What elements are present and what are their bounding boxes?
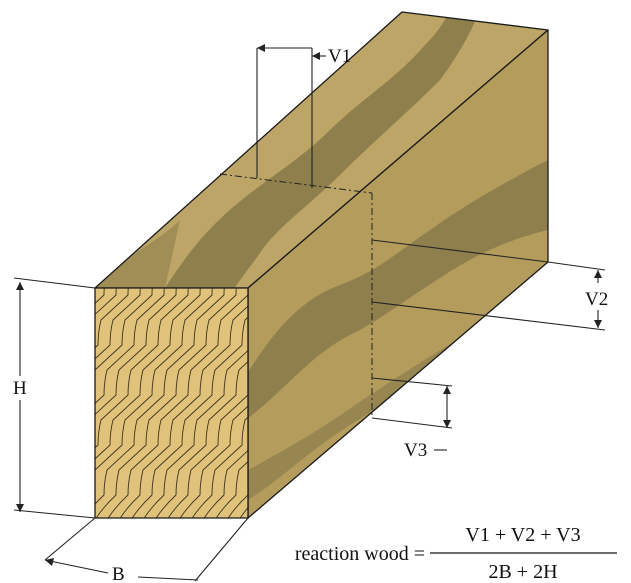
reaction-wood-formula: reaction wood = V1 + V2 + V3 2B + 2H [295,524,617,583]
formula-lhs: reaction wood = [295,543,425,565]
beam-end-face [94,287,249,519]
h-label: H [13,378,27,399]
grain-line [95,288,201,460]
v1-dimension [256,44,326,188]
side-reaction-wood-band [248,160,548,418]
grain-line [95,288,225,505]
grain-line [95,288,165,404]
h-dimension [13,277,96,519]
grain-line [203,449,248,518]
end-grain-lines [95,288,248,518]
grain-line [95,288,141,360]
v1-label: V1 [328,46,351,67]
grain-line [143,349,248,518]
grain-line [95,288,117,316]
grain-line [95,288,129,349]
b-dimension [44,517,249,582]
top-reaction-wood-band-2 [95,220,180,288]
formula-numerator: V1 + V2 + V3 [465,524,580,546]
top-reaction-wood-band [165,12,480,288]
v3-label: V3 [404,440,427,461]
grain-line [167,385,248,518]
grain-line [95,288,213,472]
grain-line [179,405,248,518]
section-cut-lines [219,173,373,418]
v2-label: V2 [585,289,608,310]
grain-line [95,288,189,449]
grain-line [95,288,177,416]
grain-line [95,288,237,518]
formula-denominator: 2B + 2H [488,561,557,583]
grain-line [131,316,248,518]
b-label: B [112,564,125,583]
grain-line [191,416,248,518]
grain-line [95,288,153,372]
grain-line [119,305,248,518]
v3-dimension [371,377,453,451]
grain-line [155,361,248,518]
grain-line [215,461,248,518]
grain-line [107,288,248,518]
v2-dimension [371,239,606,331]
